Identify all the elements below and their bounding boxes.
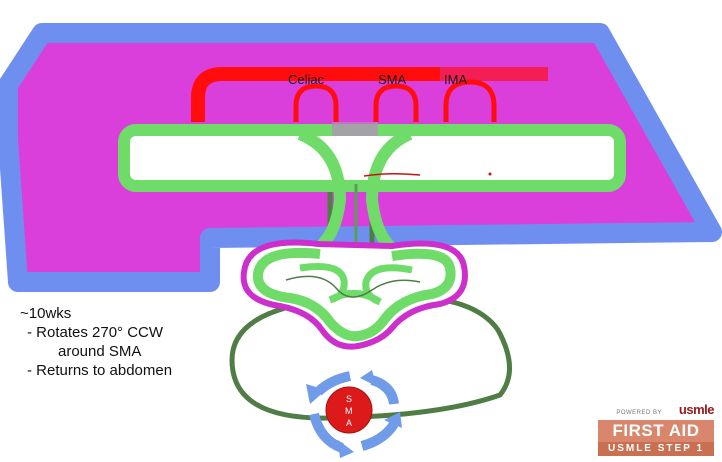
sma-label: SMA: [378, 72, 407, 87]
celiac-label: Celiac: [288, 72, 325, 87]
sma-node: [325, 386, 373, 434]
annotation-mark: [363, 172, 421, 177]
midgut-coil-thread: [285, 275, 421, 298]
rotation-arrow-right: [370, 375, 399, 405]
ima-label: IMA: [444, 72, 467, 87]
rotation-arrowhead-right: [360, 370, 376, 386]
rotation-arrowhead-bottom: [384, 412, 402, 428]
sma-node-letter-a: A: [346, 418, 352, 428]
gut-stalk-right: [365, 128, 413, 253]
aorta: [191, 67, 548, 122]
gut-stalk-shadow: [332, 122, 378, 136]
note-line-3: around SMA: [58, 343, 142, 360]
logo-powered-by: POWERED BY: [616, 410, 662, 416]
note-line-4: - Returns to abdomen: [27, 362, 173, 379]
notes-text: ~10wks - Rotates 270° CCW around SMA - R…: [20, 304, 172, 380]
note-line-1: ~10wks: [20, 305, 72, 322]
sma-artery: [373, 83, 419, 122]
rotation-arrow-bottom: [360, 421, 399, 451]
first-aid-logo: POWERED BY usmle FIRST AID USMLE STEP 1: [596, 402, 718, 458]
logo-title: FIRST AID: [598, 420, 714, 442]
rotation-arrow-left: [309, 412, 344, 453]
aorta-fade: [440, 67, 548, 82]
logo-brand: usmle: [678, 402, 715, 417]
midgut-coil: [299, 263, 413, 306]
herniated-loop-outline: [229, 178, 512, 421]
ima-artery: [443, 79, 497, 122]
herniated-midgut-inner: [252, 247, 456, 342]
sma-node-letter-s: S: [346, 394, 352, 404]
rotation-arrowhead-top: [306, 384, 326, 404]
annotation-dot: [488, 172, 492, 176]
rotation-arrowhead-left: [338, 440, 354, 458]
sma-node-letter-m: M: [345, 406, 353, 416]
celiac-artery: [293, 83, 339, 122]
note-line-2: - Rotates 270° CCW: [27, 324, 164, 341]
gut-stalk-left: [297, 128, 347, 253]
logo-subtitle: USMLE STEP 1: [598, 442, 714, 456]
